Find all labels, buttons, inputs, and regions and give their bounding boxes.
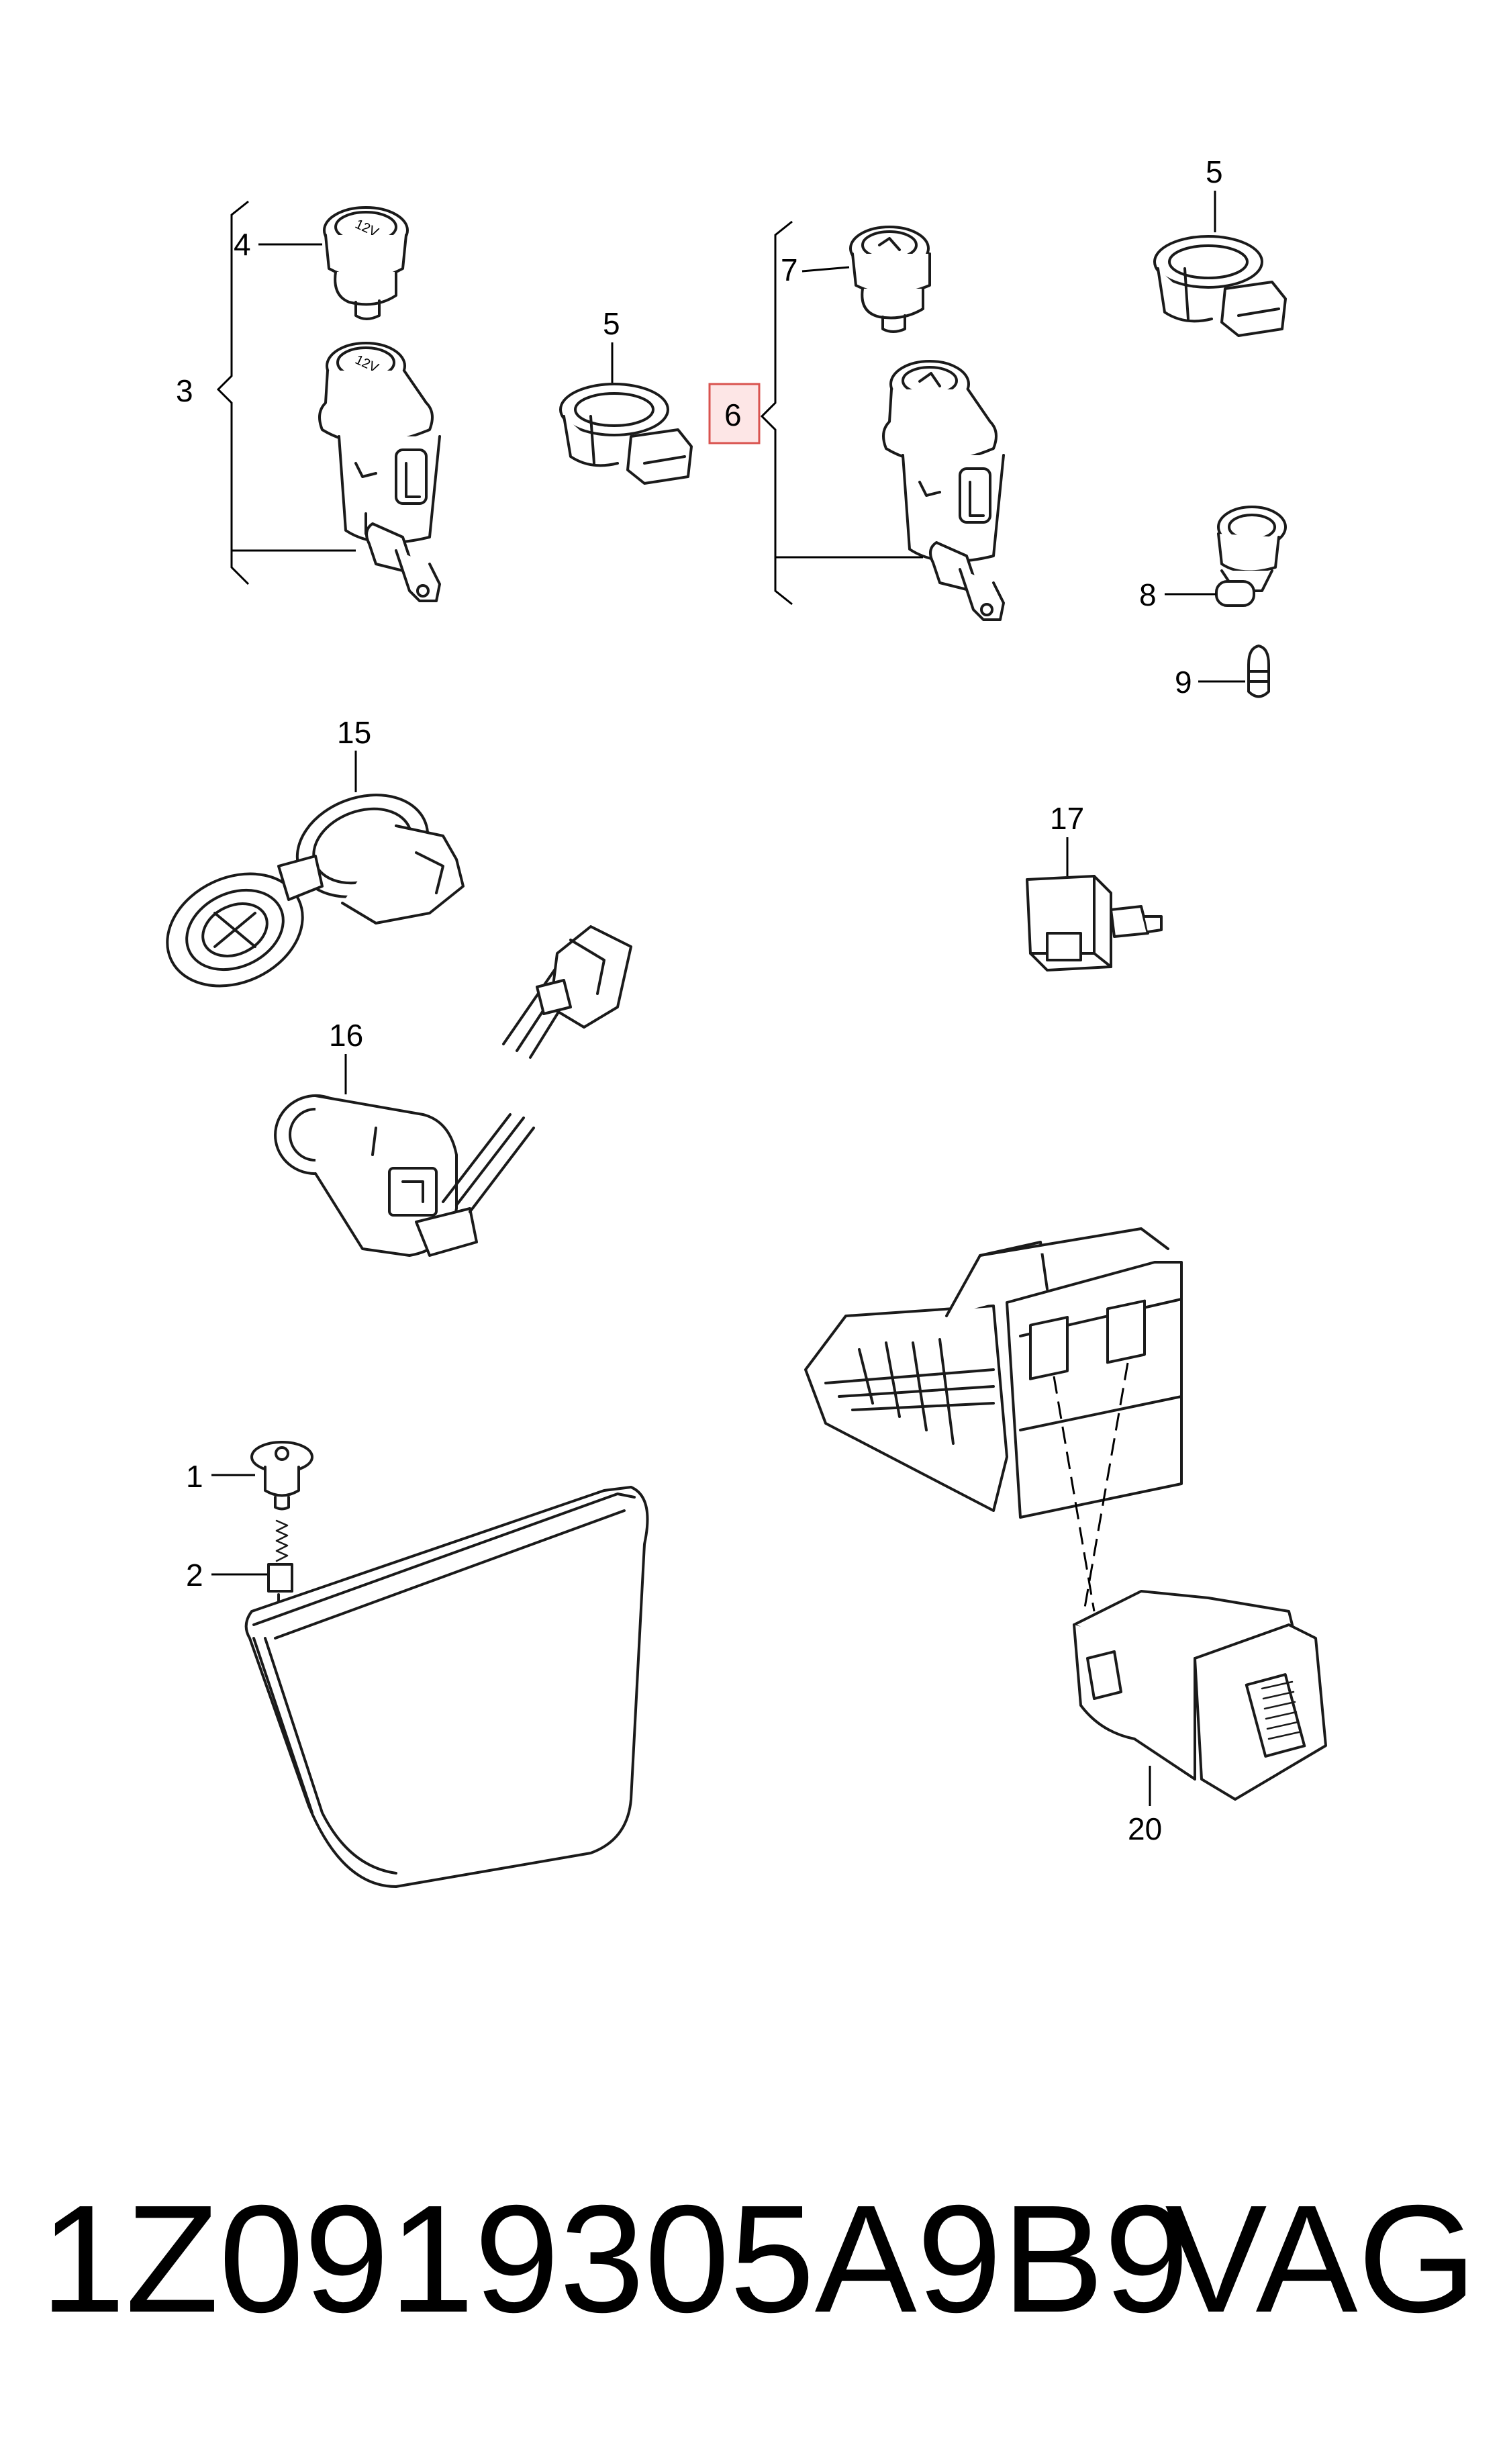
storage-mat bbox=[244, 1486, 649, 1888]
part-5a-ring: 5 bbox=[559, 306, 693, 485]
part-2-spring: 2 bbox=[186, 1519, 293, 1609]
part-number: 1Z0919305A9B9 bbox=[40, 2174, 1190, 2344]
callout-6: 6 bbox=[724, 397, 742, 432]
callout-16: 16 bbox=[329, 1018, 363, 1053]
part-8-lamp-holder: 8 bbox=[1139, 506, 1287, 612]
callout-5b: 5 bbox=[1206, 154, 1223, 189]
part-15-hinged-cover: 15 bbox=[166, 715, 465, 988]
footer: 1Z0919305A9B9 VAG bbox=[40, 2182, 1477, 2336]
part-20-dial-switch: 20 bbox=[1073, 1590, 1327, 1846]
callout-3: 3 bbox=[176, 373, 193, 408]
part-16-socket-harness: 16 bbox=[274, 925, 632, 1257]
console-bracket bbox=[804, 1227, 1183, 1519]
callout-9: 9 bbox=[1175, 665, 1192, 700]
callout-2: 2 bbox=[186, 1558, 203, 1593]
brand-name: VAG bbox=[1165, 2174, 1477, 2344]
part-5b-ring: 5 bbox=[1153, 154, 1287, 337]
part-6-socket bbox=[775, 360, 1005, 621]
callout-8: 8 bbox=[1139, 577, 1157, 612]
callout-1: 1 bbox=[186, 1459, 203, 1494]
part-17-switch: 17 bbox=[1026, 801, 1163, 972]
guide-line-right bbox=[1083, 1362, 1129, 1612]
part-7-cap: 7 bbox=[781, 226, 931, 333]
guide-line-left bbox=[1053, 1376, 1096, 1612]
part-4-cap: 4 12V bbox=[234, 206, 409, 320]
bracket-group-3: 3 bbox=[176, 200, 250, 585]
part-1-knob: 1 bbox=[186, 1441, 313, 1511]
callout-4: 4 bbox=[234, 227, 251, 262]
part-9-bulb: 9 bbox=[1175, 645, 1270, 700]
callout-20: 20 bbox=[1128, 1811, 1162, 1846]
part-3-socket: 12V bbox=[232, 342, 441, 602]
bracket-group-6: 6 bbox=[708, 220, 793, 606]
callout-7: 7 bbox=[781, 252, 798, 287]
callout-15: 15 bbox=[337, 715, 371, 750]
callout-6-highlight bbox=[708, 383, 761, 444]
callout-17: 17 bbox=[1050, 801, 1084, 836]
callout-5a: 5 bbox=[603, 306, 620, 341]
